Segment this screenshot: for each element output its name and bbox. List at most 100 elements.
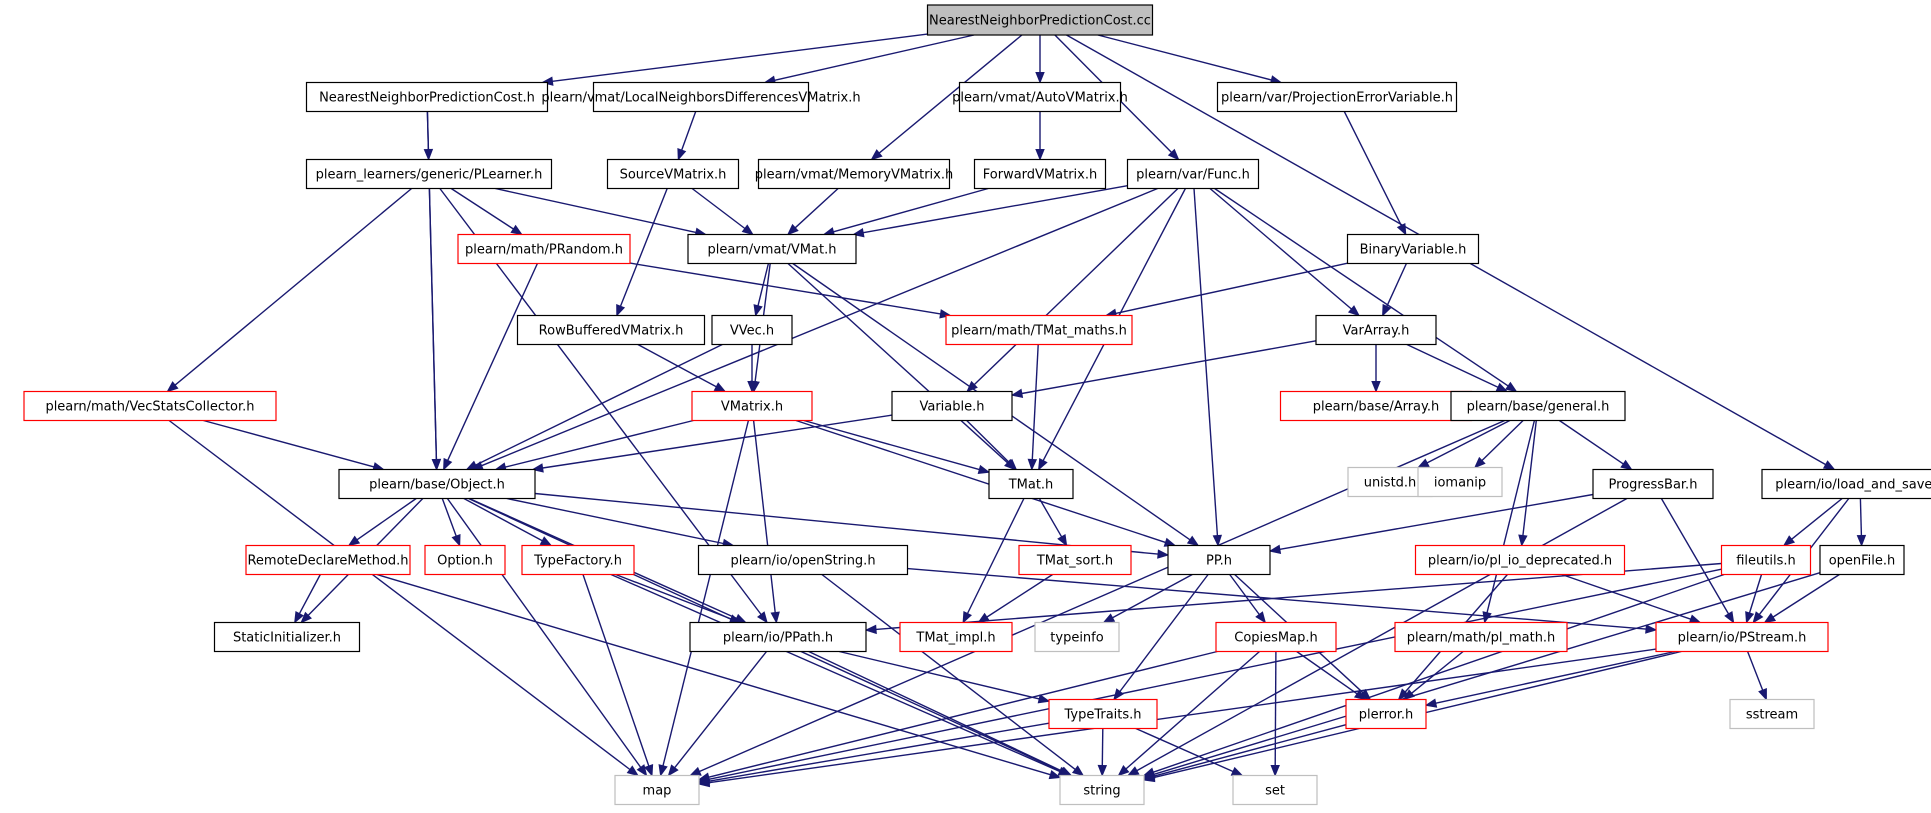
node-box xyxy=(1167,544,1271,576)
node-box xyxy=(1394,621,1568,653)
edge-vvec-to-vmatrix xyxy=(747,344,757,393)
node-autovm[interactable]: plearn/vmat/AutoVMatrix.h xyxy=(952,81,1128,113)
node-label: plearn/base/Object.h xyxy=(369,478,505,493)
node-pstream[interactable]: plearn/io/PStream.h xyxy=(1655,621,1829,653)
node-label: StaticInitializer.h xyxy=(233,631,341,646)
node-memvm[interactable]: plearn/vmat/MemoryVMatrix.h xyxy=(755,158,953,190)
edge-pstream-to-sstream xyxy=(1746,651,1767,701)
node-option[interactable]: Option.h xyxy=(424,544,506,576)
node-box xyxy=(958,81,1122,113)
node-ppath[interactable]: plearn/io/PPath.h xyxy=(689,621,867,653)
node-root[interactable]: NearestNeighborPredictionCost.cc xyxy=(926,4,1154,36)
edge-tmat-to-tmatsort xyxy=(1038,498,1068,547)
edge-root-to-nnpc_h xyxy=(541,33,928,86)
node-tmat[interactable]: TMat.h xyxy=(988,468,1074,500)
node-vararray[interactable]: VarArray.h xyxy=(1315,314,1437,346)
node-box xyxy=(973,158,1107,190)
node-plerror[interactable]: plerror.h xyxy=(1345,698,1427,730)
edge-pstream-to-map xyxy=(697,648,1657,788)
edge-remotedecl-to-string xyxy=(376,573,1062,780)
node-box xyxy=(1034,621,1120,653)
node-nnpc_h[interactable]: NearestNeighborPredictionCost.h xyxy=(305,81,549,113)
node-iomanip: iomanip xyxy=(1417,466,1503,498)
node-plearner[interactable]: plearn_learners/generic/PLearner.h xyxy=(305,158,553,190)
node-box xyxy=(687,233,857,265)
node-plmath[interactable]: plearn/math/pl_math.h xyxy=(1394,621,1568,653)
edge-func-to-vmat xyxy=(852,185,1128,238)
node-label: PP.h xyxy=(1206,554,1232,569)
node-label: NearestNeighborPredictionCost.h xyxy=(319,91,535,106)
edge-variable-to-tmat xyxy=(966,420,1018,471)
node-openstring[interactable]: plearn/io/openString.h xyxy=(697,544,909,576)
node-box xyxy=(1215,621,1337,653)
node-set: set xyxy=(1232,774,1318,806)
node-box xyxy=(891,390,1013,422)
node-sourcevm[interactable]: SourceVMatrix.h xyxy=(606,158,740,190)
node-label: plerror.h xyxy=(1359,708,1414,723)
edge-general-to-unistd xyxy=(1416,419,1511,469)
node-prandom[interactable]: plearn/math/PRandom.h xyxy=(457,233,631,265)
node-vmatrix[interactable]: VMatrix.h xyxy=(691,390,813,422)
node-fileutils[interactable]: fileutils.h xyxy=(1720,544,1812,576)
node-label: NearestNeighborPredictionCost.cc xyxy=(929,14,1151,29)
node-remotedecl[interactable]: RemoteDeclareMethod.h xyxy=(245,544,411,576)
node-typetraits[interactable]: TypeTraits.h xyxy=(1048,698,1158,730)
node-object[interactable]: plearn/base/Object.h xyxy=(338,468,536,500)
node-label: plearn/math/TMat_maths.h xyxy=(951,324,1127,339)
node-tmatsort[interactable]: TMat_sort.h xyxy=(1018,544,1132,576)
node-label: plearn/vmat/AutoVMatrix.h xyxy=(952,91,1128,106)
node-label: plearn/io/openString.h xyxy=(730,554,875,569)
edge-object-to-pp xyxy=(534,492,1170,559)
node-array[interactable]: plearn/base/Array.h xyxy=(1279,390,1473,422)
node-lndvm[interactable]: plearn/vmat/LocalNeighborsDifferencesVMa… xyxy=(541,81,861,113)
node-pp[interactable]: PP.h xyxy=(1167,544,1271,576)
edge-tmat-to-tmatimpl xyxy=(962,498,1025,624)
edge-tmatsort-to-tmatimpl xyxy=(977,573,1053,624)
edge-general-to-progress xyxy=(1559,419,1633,471)
edge-copiesmap-to-set xyxy=(1270,651,1280,777)
edge-sourcevm-to-rowbuf xyxy=(616,188,668,317)
node-vmat[interactable]: plearn/vmat/VMat.h xyxy=(687,233,857,265)
edge-ppath-to-typetraits xyxy=(839,650,1051,704)
node-vecstats[interactable]: plearn/math/VecStatsCollector.h xyxy=(23,390,277,422)
node-pliodep[interactable]: plearn/io/pl_io_deprecated.h xyxy=(1414,544,1626,576)
node-string: string xyxy=(1059,774,1145,806)
edge-plerror-to-string xyxy=(1142,724,1347,781)
node-tmatimpl[interactable]: TMat_impl.h xyxy=(899,621,1013,653)
node-openfile[interactable]: openFile.h xyxy=(1819,544,1905,576)
node-typeinfo: typeinfo xyxy=(1034,621,1120,653)
node-label: plearn_learners/generic/PLearner.h xyxy=(316,168,543,183)
node-box xyxy=(689,621,867,653)
node-label: plearn/math/VecStatsCollector.h xyxy=(45,400,254,415)
edge-pstream-to-plerror xyxy=(1424,650,1676,708)
node-forwardvm[interactable]: ForwardVMatrix.h xyxy=(973,158,1107,190)
node-map: map xyxy=(614,774,700,806)
node-binvar[interactable]: BinaryVariable.h xyxy=(1346,233,1480,265)
edge-sourcevm-to-vmat xyxy=(691,187,754,236)
node-box xyxy=(1819,544,1905,576)
edge-vecstats-to-map xyxy=(168,419,639,777)
node-label: set xyxy=(1265,784,1285,799)
node-progress[interactable]: ProgressBar.h xyxy=(1592,468,1714,500)
node-label: VVec.h xyxy=(730,324,774,339)
node-tmatmaths[interactable]: plearn/math/TMat_maths.h xyxy=(945,314,1133,346)
node-box xyxy=(945,314,1133,346)
node-copiesmap[interactable]: CopiesMap.h xyxy=(1215,621,1337,653)
node-box xyxy=(1126,158,1260,190)
edge-fileutils-to-map xyxy=(697,568,1722,784)
node-vvec[interactable]: VVec.h xyxy=(711,314,793,346)
node-label: plearn/io/PPath.h xyxy=(723,631,833,646)
node-variable[interactable]: Variable.h xyxy=(891,390,1013,422)
node-general[interactable]: plearn/base/general.h xyxy=(1450,390,1626,422)
node-label: iomanip xyxy=(1434,476,1486,491)
edge-typetraits-to-string xyxy=(1097,728,1108,777)
node-typefactory[interactable]: TypeFactory.h xyxy=(521,544,635,576)
node-label: fileutils.h xyxy=(1736,554,1796,569)
node-projerr[interactable]: plearn/var/ProjectionErrorVariable.h xyxy=(1216,81,1458,113)
node-loadsave[interactable]: plearn/io/load_and_save.h xyxy=(1761,468,1931,500)
node-box xyxy=(457,233,631,265)
node-staticinit[interactable]: StaticInitializer.h xyxy=(213,621,361,653)
node-rowbuf[interactable]: RowBufferedVMatrix.h xyxy=(516,314,706,346)
node-func[interactable]: plearn/var/Func.h xyxy=(1126,158,1260,190)
edge-progress-to-pp xyxy=(1268,493,1594,554)
